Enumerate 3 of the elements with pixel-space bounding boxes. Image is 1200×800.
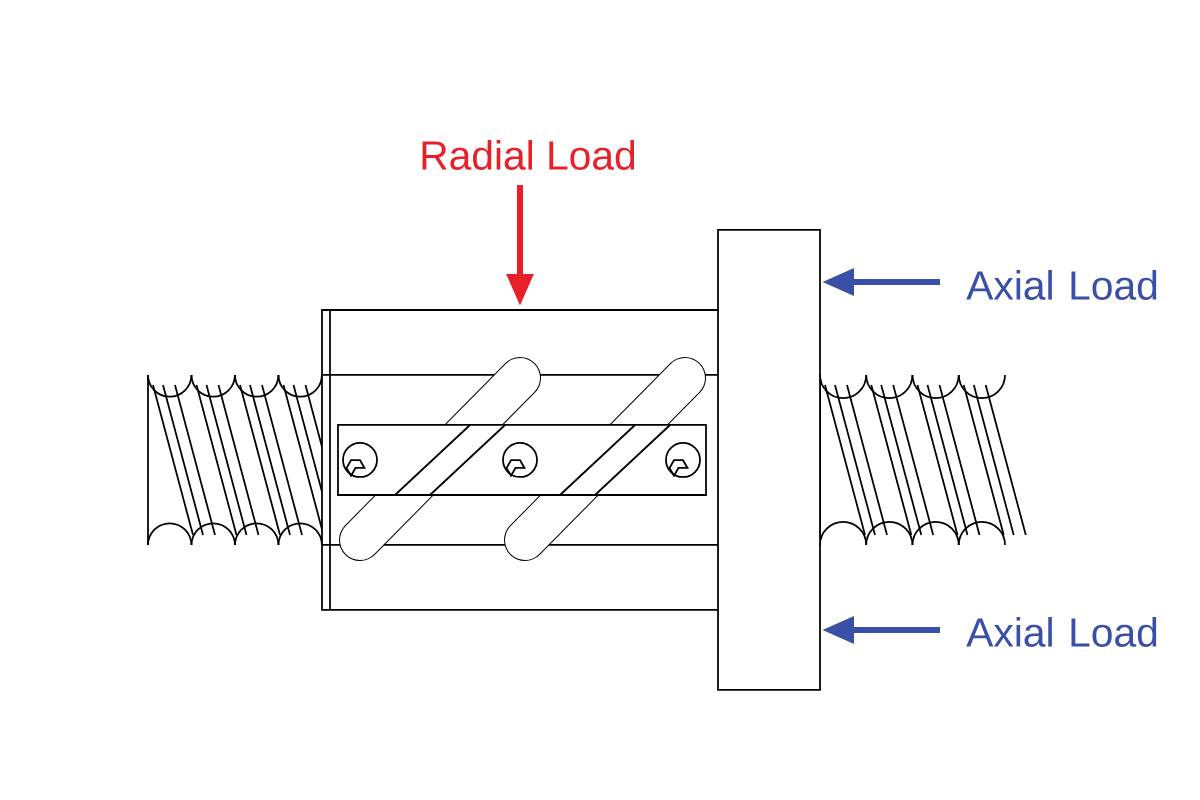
force-label: Radial Load bbox=[422, 140, 635, 170]
force-label: Axial Load bbox=[966, 617, 1157, 647]
force-label: Axial Load bbox=[966, 270, 1157, 300]
